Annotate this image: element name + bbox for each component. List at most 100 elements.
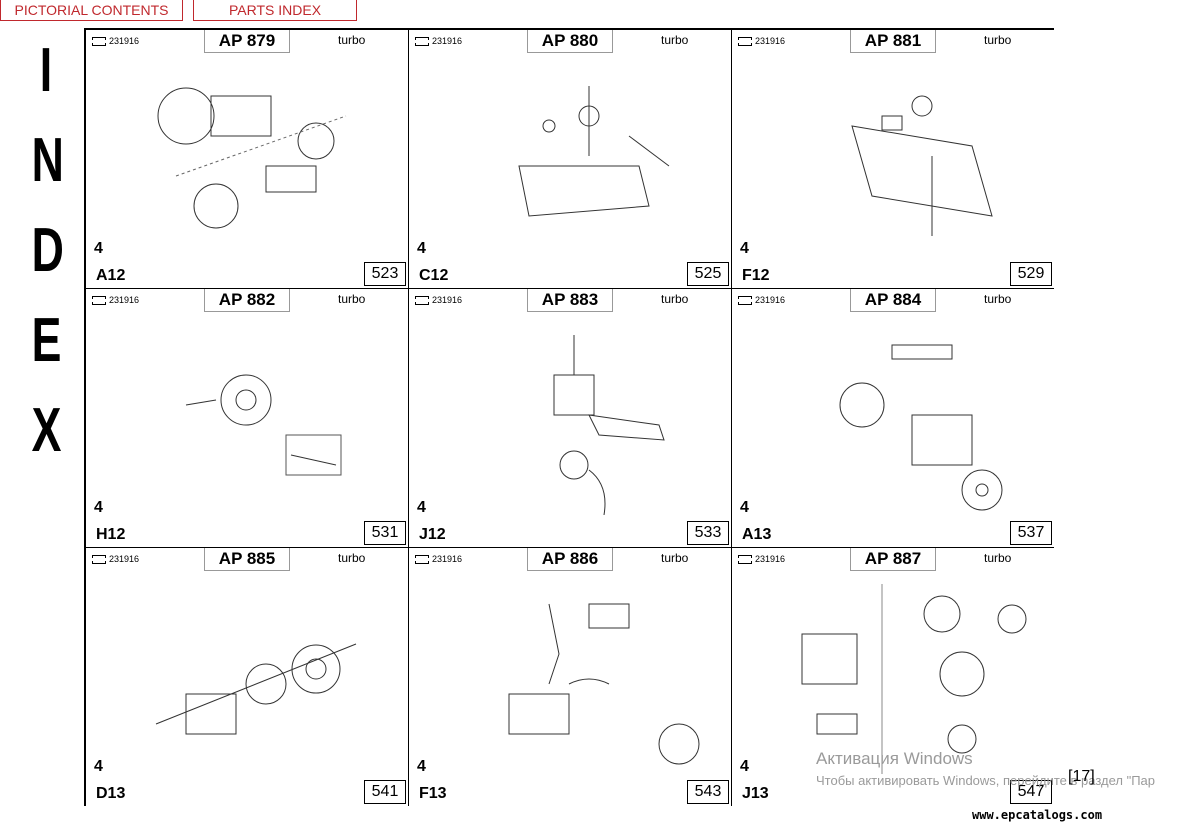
ref-text: 231916 (432, 554, 463, 564)
exploded-parts-drawing (439, 574, 709, 774)
grid-code: D13 (96, 785, 126, 802)
index-side-title: I N D E X (26, 26, 66, 476)
book-icon (415, 295, 429, 305)
exploded-parts-drawing (116, 315, 386, 515)
ref-number: 231916 (415, 554, 462, 564)
parts-drawing-svg (185, 374, 342, 476)
book-icon (92, 295, 106, 305)
book-icon (415, 554, 429, 564)
variant-tag: turbo (661, 551, 689, 565)
book-icon (92, 554, 106, 564)
exploded-parts-drawing (762, 574, 1032, 794)
ap-number: AP 886 (527, 548, 613, 571)
index-letter: D (31, 216, 64, 285)
ref-text: 231916 (109, 554, 140, 564)
book-icon (92, 36, 106, 46)
grid-code: A12 (96, 267, 126, 284)
parts-drawing-svg (801, 584, 1027, 794)
index-letter: N (31, 126, 64, 195)
ap-number: AP 887 (850, 548, 936, 571)
page-link[interactable]: 537 (1010, 521, 1052, 545)
group-number: 4 (417, 758, 426, 775)
windows-activation-watermark: Активация Windows Чтобы активировать Win… (816, 748, 1155, 792)
pictorial-contents-button[interactable]: PICTORIAL CONTENTS (0, 0, 183, 21)
watermark-subtitle: Чтобы активировать Windows, перейдите в … (816, 773, 1156, 788)
variant-tag: turbo (338, 292, 366, 306)
exploded-parts-drawing (762, 56, 1032, 256)
page-link[interactable]: 547 (1010, 780, 1052, 804)
parts-index-button[interactable]: PARTS INDEX (193, 0, 357, 21)
ref-number: 231916 (415, 295, 462, 305)
ref-number: 231916 (415, 36, 462, 46)
page-link[interactable]: 543 (687, 780, 729, 804)
ap-number: AP 880 (527, 30, 613, 53)
group-number: 4 (94, 758, 103, 775)
exploded-parts-drawing (762, 315, 1032, 515)
grid-code: F12 (742, 267, 770, 284)
group-number: 4 (417, 499, 426, 516)
parts-drawing-svg (851, 95, 993, 236)
ap-number: AP 881 (850, 30, 936, 53)
page-number: [17] (1068, 768, 1095, 785)
ref-text: 231916 (432, 36, 463, 46)
watermark-title: Активация Windows (816, 749, 973, 768)
page-link[interactable]: 541 (364, 780, 406, 804)
parts-drawing-svg (518, 86, 670, 217)
page-link[interactable]: 529 (1010, 262, 1052, 286)
ref-number: 231916 (738, 295, 785, 305)
grid-code: F13 (419, 785, 447, 802)
parts-drawing-svg (839, 344, 1003, 511)
book-icon (738, 36, 752, 46)
variant-tag: turbo (338, 551, 366, 565)
grid-code: A13 (742, 526, 772, 543)
variant-tag: turbo (984, 292, 1012, 306)
group-number: 4 (417, 240, 426, 257)
ref-text: 231916 (755, 295, 786, 305)
ap-number: AP 879 (204, 30, 290, 53)
ref-number: 231916 (738, 554, 785, 564)
page-link[interactable]: 531 (364, 521, 406, 545)
ref-text: 231916 (432, 295, 463, 305)
grid-code: C12 (419, 267, 449, 284)
variant-tag: turbo (338, 33, 366, 47)
ref-text: 231916 (109, 295, 140, 305)
ref-text: 231916 (755, 554, 786, 564)
book-icon (738, 554, 752, 564)
ap-number: AP 882 (204, 289, 290, 312)
book-icon (738, 295, 752, 305)
ref-number: 231916 (738, 36, 785, 46)
ap-number: AP 884 (850, 289, 936, 312)
grid-code: J13 (742, 785, 769, 802)
ap-number: AP 885 (204, 548, 290, 571)
exploded-parts-drawing (439, 315, 709, 516)
exploded-parts-drawing (439, 56, 709, 256)
index-letter: X (31, 396, 62, 465)
grid-code: H12 (96, 526, 126, 543)
page-link[interactable]: 525 (687, 262, 729, 286)
variant-tag: turbo (984, 33, 1012, 47)
exploded-parts-drawing (116, 574, 386, 774)
group-number: 4 (94, 499, 103, 516)
parts-drawing-svg (157, 87, 347, 229)
index-letter: E (31, 306, 62, 375)
parts-drawing-svg (553, 335, 665, 516)
exploded-parts-drawing (116, 56, 386, 256)
page-link[interactable]: 523 (364, 262, 406, 286)
parts-drawing-svg (155, 643, 357, 735)
site-url[interactable]: www.epcatalogs.com (972, 808, 1103, 822)
page-link[interactable]: 533 (687, 521, 729, 545)
book-icon (415, 36, 429, 46)
ref-text: 231916 (109, 36, 140, 46)
parts-drawing-svg (508, 603, 700, 765)
group-number: 4 (94, 240, 103, 257)
